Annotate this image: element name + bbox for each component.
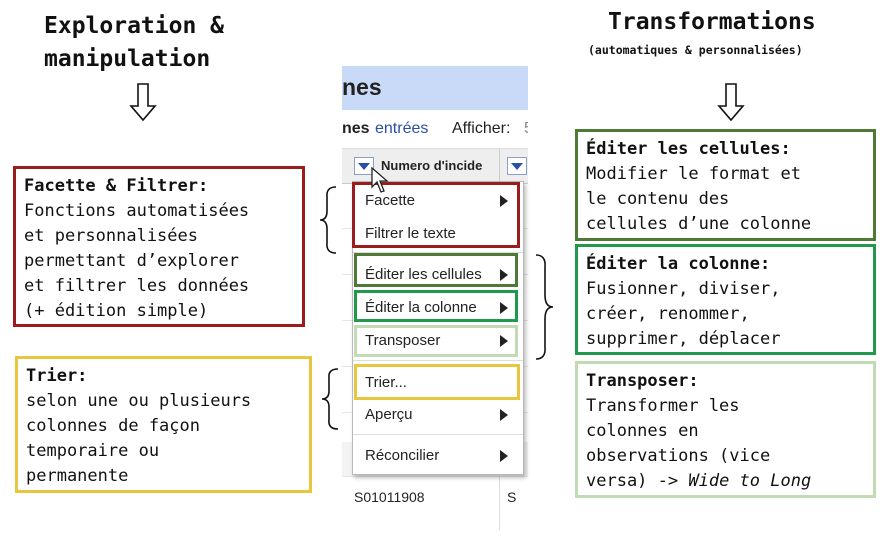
- menu-item-editer-colonne[interactable]: Éditer la colonne: [365, 299, 477, 316]
- highlight-editer-cellules: [354, 253, 518, 287]
- submenu-arrow-icon: [500, 269, 508, 281]
- editer-cellules-title: Éditer les cellules:: [586, 139, 791, 159]
- column-dropdown-button[interactable]: [507, 157, 527, 175]
- transposer-line: colonnes en: [586, 421, 699, 441]
- submenu-arrow-icon: [500, 195, 508, 207]
- dropdown-triangle-icon: [511, 163, 523, 170]
- show-count-fragment: 5: [524, 120, 528, 138]
- menu-separator: [353, 252, 523, 253]
- editer-cellules-line: cellules d’une colonne: [586, 214, 812, 234]
- left-heading: Exploration & manipulation: [44, 10, 224, 76]
- submenu-arrow-icon: [500, 335, 508, 347]
- transposer-line: observations (vice: [586, 446, 771, 466]
- brace-icon: [321, 368, 339, 430]
- column-dropdown-button[interactable]: [354, 157, 374, 175]
- facette-line: permettant d’explorer: [24, 251, 239, 271]
- project-title-fragment: nes: [342, 74, 382, 100]
- menu-item-reconcilier[interactable]: Réconcilier: [365, 447, 440, 464]
- trier-title: Trier:: [26, 366, 88, 386]
- right-heading-subtitle: (automatiques & personnalisées): [588, 43, 803, 57]
- editer-colonne-line: supprimer, déplacer: [586, 329, 781, 349]
- menu-item-transposer[interactable]: Transposer: [365, 332, 441, 349]
- project-header: nes: [342, 66, 528, 110]
- table-cell: S01011908: [354, 489, 425, 505]
- transposer-line: Transformer les: [586, 396, 740, 416]
- column-header-row: Numero d'incide: [342, 149, 528, 184]
- editer-cellules-box: Éditer les cellules: Modifier le format …: [575, 129, 876, 241]
- highlight-transposer: [354, 325, 518, 357]
- column-divider: [499, 149, 500, 183]
- transposer-box: Transposer: Transformer les colonnes en …: [575, 361, 876, 498]
- editer-cellules-line: le contenu des: [586, 189, 730, 209]
- menu-item-facette[interactable]: Facette: [365, 192, 416, 209]
- submenu-arrow-icon: [500, 302, 508, 314]
- transposer-last-prefix: versa) ->: [586, 471, 689, 491]
- left-heading-line2: manipulation: [44, 46, 211, 72]
- trier-line: colonnes de façon: [26, 416, 200, 436]
- rows-fragment: nes: [342, 120, 370, 137]
- highlight-editer-colonne: [354, 290, 518, 322]
- transposer-title: Transposer:: [586, 371, 699, 391]
- facette-box: Facette & Filtrer: Fonctions automatisée…: [13, 166, 305, 327]
- trier-line: selon une ou plusieurs: [26, 391, 252, 411]
- menu-item-editer-cellules[interactable]: Éditer les cellules: [365, 266, 482, 283]
- entries-link[interactable]: entrées: [375, 120, 429, 137]
- menu-separator: [353, 434, 523, 435]
- transposer-line: versa) -> Wide to Long: [586, 469, 865, 494]
- menu-item-filtrer-texte[interactable]: Filtrer le texte: [365, 225, 456, 242]
- facette-title: Facette & Filtrer:: [24, 176, 209, 196]
- submenu-arrow-icon: [500, 409, 508, 421]
- brace-icon: [319, 186, 337, 254]
- submenu-arrow-icon: [500, 450, 508, 462]
- left-heading-line1: Exploration &: [44, 13, 225, 39]
- trier-box: Trier: selon une ou plusieurs colonnes d…: [15, 356, 312, 493]
- editer-colonne-title: Éditer la colonne:: [586, 254, 771, 274]
- brace-icon: [535, 254, 554, 360]
- editer-colonne-line: créer, renommer,: [586, 304, 750, 324]
- toolbar: nes entrées Afficher: 5: [342, 110, 528, 149]
- down-arrow-icon: [717, 83, 745, 122]
- table-cell: S: [507, 489, 517, 505]
- facette-line: Fonctions automatisées: [24, 201, 250, 221]
- trier-line: temporaire ou: [26, 441, 160, 461]
- trier-line: permanente: [26, 466, 129, 486]
- menu-item-trier[interactable]: Trier...: [365, 374, 407, 391]
- menu-item-apercu[interactable]: Aperçu: [365, 406, 413, 423]
- row-divider: [342, 476, 528, 477]
- editer-colonne-line: Fusionner, diviser,: [586, 279, 781, 299]
- down-arrow-icon: [129, 83, 157, 122]
- mouse-cursor-icon: [371, 167, 389, 193]
- editer-cellules-line: Modifier le format et: [586, 164, 801, 184]
- highlight-trier: [354, 364, 520, 400]
- highlight-facette-filtrer: [352, 182, 520, 248]
- column-dropdown-menu: Facette Filtrer le texte Éditer les cell…: [352, 181, 524, 475]
- column-header-label: Numero d'incide: [381, 158, 483, 173]
- editer-colonne-box: Éditer la colonne: Fusionner, diviser, c…: [575, 244, 876, 355]
- facette-line: (+ édition simple): [24, 301, 209, 321]
- facette-line: et filtrer les données: [24, 276, 250, 296]
- facette-line: et personnalisées: [24, 226, 198, 246]
- menu-separator: [353, 360, 523, 361]
- transposer-last-italic: Wide to Long: [688, 471, 812, 491]
- right-heading-title: Transformations: [608, 9, 816, 35]
- dropdown-triangle-icon: [358, 163, 370, 170]
- show-label: Afficher:: [452, 120, 511, 137]
